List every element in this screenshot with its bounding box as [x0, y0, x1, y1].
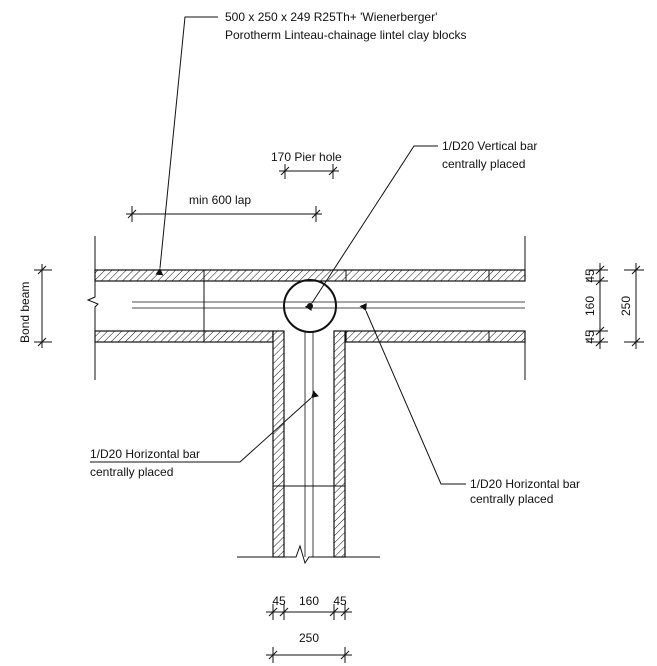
dim-tick: [595, 337, 605, 347]
dim-tick: [37, 265, 47, 275]
dim-pier-core-value: 160: [299, 594, 319, 608]
beam-bottom-wall-left: [94, 330, 274, 343]
dim-tick: [631, 265, 641, 275]
dim-tick: [280, 166, 290, 176]
dim-tick: [127, 209, 137, 219]
vertical-bar-dot: [307, 303, 313, 309]
beam-bottom-wall-right: [345, 330, 526, 343]
dim-tick: [311, 209, 321, 219]
lintel-blocks-label-line2: Porotherm Linteau-chainage lintel clay b…: [225, 28, 466, 42]
dim-beam-core-value: 160: [583, 296, 597, 316]
horizontal-bar-left-label-line1: 1/D20 Horizontal bar: [90, 447, 200, 461]
horizontal-bar-right-label-line1: 1/D20 Horizontal bar: [470, 477, 580, 491]
vertical-bar-label-line2: centrally placed: [442, 157, 525, 171]
break-symbol: [86, 281, 99, 331]
leader-horizontal-bar-left: [90, 390, 319, 463]
horizontal-bar-left-label-line2: centrally placed: [90, 465, 173, 479]
dim-tick: [329, 607, 339, 617]
bond-beam-label: Bond beam: [18, 282, 32, 343]
dim-tick: [595, 265, 605, 275]
leader-horizontal-bar-right: [359, 302, 466, 485]
pier-break-line: [237, 544, 380, 565]
leader-lintel-blocks: [155, 16, 218, 276]
dim-tick: [340, 607, 350, 617]
dim-tick: [631, 337, 641, 347]
dim-pier-left-wall-value: 45: [272, 594, 286, 608]
dim-tick: [328, 166, 338, 176]
pier-wall-right: [333, 330, 346, 558]
dim-tick: [279, 607, 289, 617]
dim-tick: [595, 276, 605, 286]
dim-tick: [268, 650, 278, 660]
dim-tick: [340, 650, 350, 660]
pier-hole-circle: [283, 279, 337, 333]
dim-tick: [268, 607, 278, 617]
leader-vertical-bar: [304, 145, 438, 312]
pier-hole-label: 170 Pier hole: [271, 150, 342, 164]
dim-beam-overall-value: 250: [619, 296, 633, 316]
dim-tick: [595, 326, 605, 336]
dim-tick: [37, 337, 47, 347]
pier-wall-left: [272, 330, 285, 558]
horizontal-bar-right-label-line2: centrally placed: [470, 492, 553, 506]
dim-beam-bottom-wall-value: 45: [583, 330, 597, 344]
lintel-blocks-label-line1: 500 x 250 x 249 R25Th+ 'Wienerberger': [225, 10, 437, 24]
vertical-bar-label-line1: 1/D20 Vertical bar: [442, 139, 537, 153]
dim-pier-right-wall-value: 45: [333, 594, 347, 608]
dim-pier-overall-value: 250: [299, 631, 319, 645]
lap-label: min 600 lap: [189, 193, 251, 207]
dim-beam-top-wall-value: 45: [583, 269, 597, 283]
